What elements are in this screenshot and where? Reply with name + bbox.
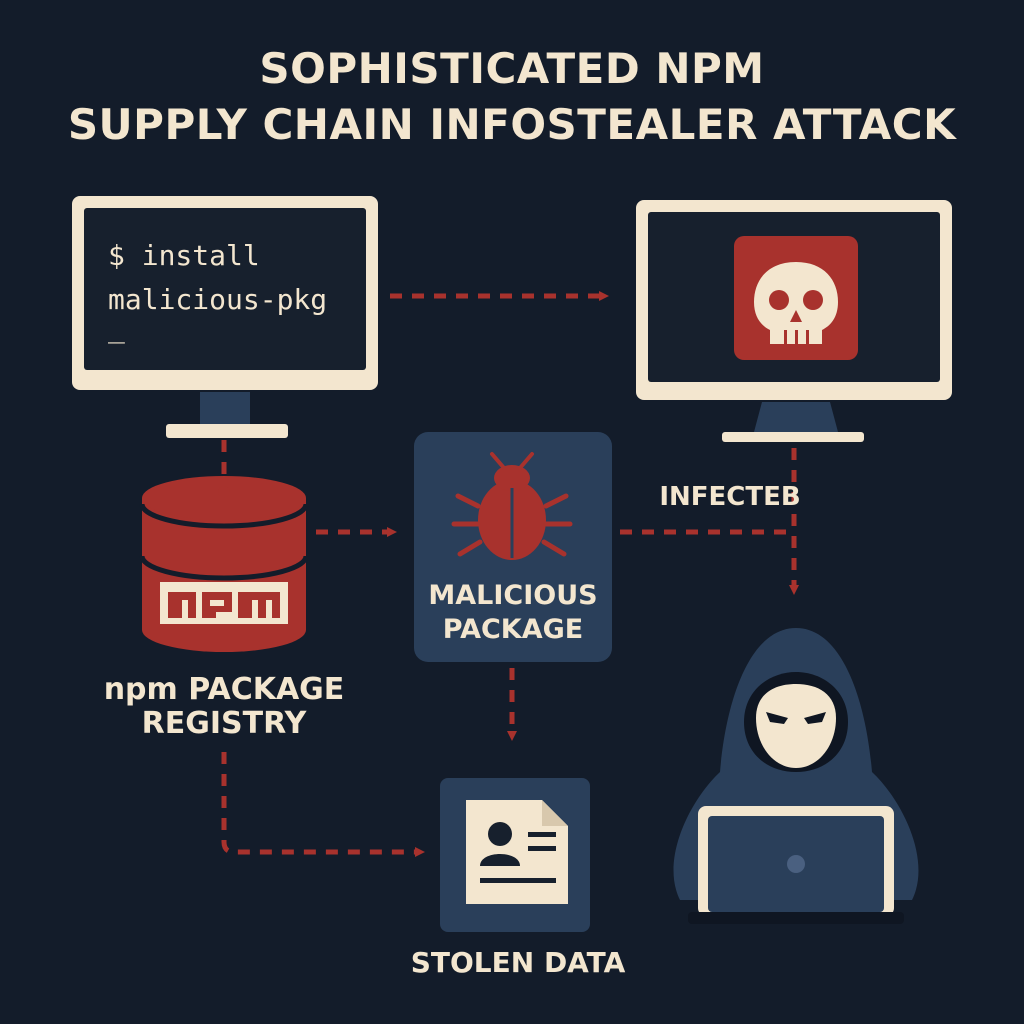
registry-label-line-1: npm PACKAGE — [103, 672, 345, 707]
stolen-data-label: STOLEN DATA — [410, 946, 626, 979]
terminal-cursor: _ — [108, 311, 125, 344]
page-title-line-2: SUPPLY CHAIN INFOSTEALER ATTACK — [67, 100, 957, 149]
malicious-package-panel — [414, 432, 612, 662]
npm-logo — [168, 592, 280, 618]
terminal-command-line-2: malicious-pkg — [108, 283, 328, 316]
package-label-line-1: MALICIOUS — [428, 580, 598, 611]
hacker-icon — [673, 628, 919, 924]
skull-icon — [734, 236, 858, 360]
bug-icon — [451, 452, 573, 560]
page-title-line-1: SOPHISTICATED NPM — [259, 44, 765, 93]
flow-arrows — [221, 291, 799, 857]
connector-dot — [218, 486, 230, 498]
arrow-registry-to-data — [221, 752, 425, 857]
laptop — [688, 806, 904, 924]
stolen-data-panel — [440, 778, 590, 932]
terminal-command-line-1: $ install — [108, 239, 260, 272]
infected-computer — [636, 200, 952, 442]
source-computer — [72, 196, 378, 438]
document-icon — [466, 800, 568, 904]
package-label-line-2: PACKAGE — [442, 614, 584, 645]
infected-label: INFECTEB — [659, 482, 801, 512]
registry-label-line-2: REGISTRY — [141, 706, 307, 741]
